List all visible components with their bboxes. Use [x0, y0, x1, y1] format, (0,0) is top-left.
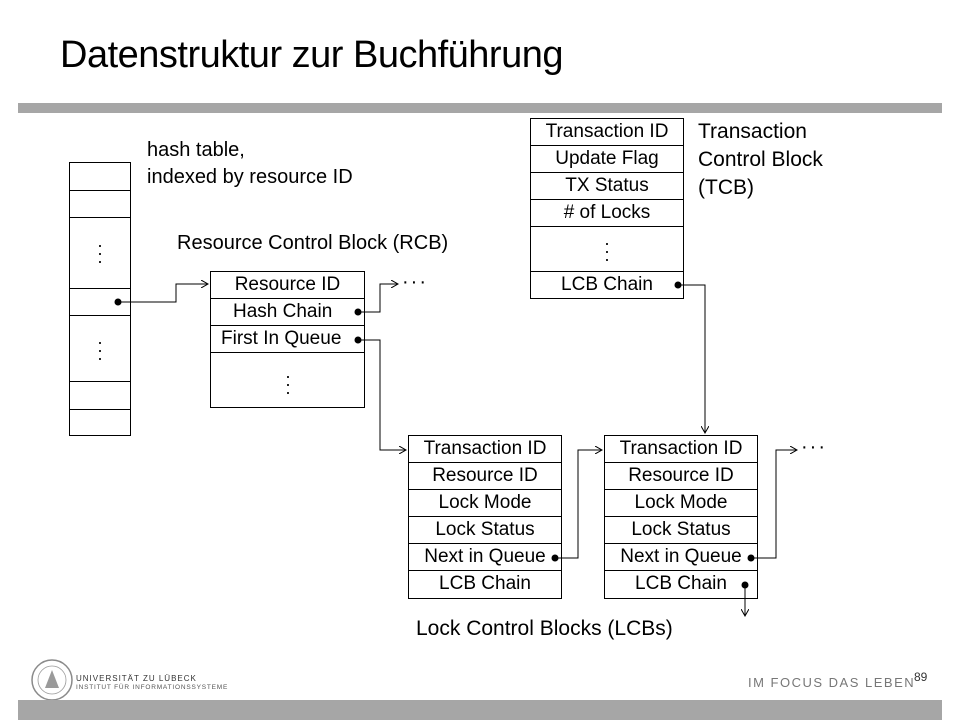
- title-divider: [18, 103, 942, 113]
- lcb-label: Lock Control Blocks (LCBs): [416, 617, 673, 640]
- ellipsis-icon: ···: [285, 366, 291, 402]
- rcb-more-fields: [210, 352, 365, 408]
- lcb-queue-continuation: ···: [801, 436, 827, 458]
- tcb-label-line2: Control Block: [698, 148, 823, 171]
- lcb1-lcb-chain: LCB Chain: [408, 570, 562, 599]
- hash-chain-arrow: [358, 284, 398, 313]
- tcb-to-lcb2-arrow: [678, 284, 705, 433]
- lcb2-next-arrow: [751, 450, 797, 559]
- rcb-hash-chain-continuation: ···: [402, 271, 428, 293]
- tcb-label-line3: (TCB): [698, 176, 754, 199]
- lcb2-lcb-chain: LCB Chain: [604, 570, 758, 599]
- institute-name: INSTITUT FÜR INFORMATIONSSYSTEME: [76, 684, 229, 691]
- slide-title: Datenstruktur zur Buchführung: [60, 34, 564, 76]
- ellipsis-icon: ···: [604, 233, 610, 269]
- hash-slot: [69, 409, 131, 436]
- ellipsis-icon: ···: [97, 332, 103, 368]
- hash-table-label-line1: hash table,: [147, 139, 245, 161]
- tcb-label-line1: Transaction: [698, 120, 807, 143]
- university-slogan: IM FOCUS DAS LEBEN: [748, 675, 916, 690]
- university-seal-logo: [31, 659, 73, 701]
- ellipsis-icon: ···: [97, 235, 103, 271]
- footer-bar: [18, 700, 942, 720]
- lcb1-to-lcb2-arrow: [555, 450, 602, 559]
- university-name: UNIVERSITÄT ZU LÜBECK: [76, 674, 197, 683]
- hash-table-label-line2: indexed by resource ID: [147, 166, 353, 188]
- page-number: 89: [914, 670, 928, 684]
- rcb-to-lcb1-arrow: [358, 339, 406, 450]
- rcb-label: Resource Control Block (RCB): [177, 232, 449, 254]
- hash-to-rcb-arrow: [118, 284, 208, 303]
